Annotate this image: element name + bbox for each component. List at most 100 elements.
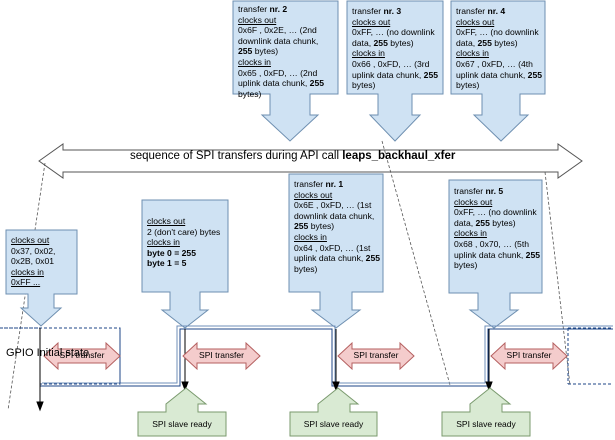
clocks-in-title: clocks in [11, 266, 44, 277]
clocks-out-bytes: 255 [477, 37, 492, 48]
note-title-prefix: transfer [454, 186, 486, 196]
spi-transfer-arrows [43, 341, 568, 371]
gpio-markers [36, 328, 493, 412]
initial-bytes-line-1: 0x37, 0x02, [11, 245, 56, 256]
callout-first [141, 199, 229, 329]
callout-transfer-4 [450, 0, 546, 142]
gpio-label: GPIO Initial state [6, 347, 89, 360]
api-name: leaps_backhaul_xfer [342, 150, 456, 162]
clocks-in-text: 0x68 , 0x70, … (5th uplink data chunk, [454, 238, 529, 260]
sequence-title: sequence of SPI transfers during API cal… [130, 150, 455, 162]
note-title-nr: nr. 1 [325, 179, 344, 189]
note-title-prefix: transfer [294, 179, 326, 189]
clocks-out-suffix: bytes) [387, 37, 414, 48]
slave-ready-arrows [137, 387, 531, 437]
slave-ready-arrow-1 [289, 387, 378, 437]
clocks-out-bytes: 255 [238, 46, 253, 57]
clocks-in-suffix: bytes) [456, 80, 480, 91]
sequence-title-prefix: sequence of SPI transfers during API cal… [130, 150, 343, 162]
clocks-out-title: clocks out [238, 14, 277, 25]
clocks-in-suffix: bytes) [294, 263, 318, 274]
spi-transfer-arrow-3 [490, 341, 568, 371]
clocks-in-suffix: bytes) [238, 88, 262, 99]
clocks-out-bytes: 255 [294, 221, 309, 232]
clocks-in-suffix: bytes) [454, 260, 478, 271]
slave-ready-arrow-2 [441, 387, 531, 437]
gpio-waveform [0, 325, 613, 387]
clocks-in-title: clocks in [352, 48, 385, 59]
clocks-out-text: 0xFF, … (no downlink data, [456, 27, 539, 48]
slave-ready-label-1: SPI slave ready [303, 419, 364, 429]
clocks-out-suffix: bytes) [252, 46, 279, 57]
initial-clocks-in-bytes: 0xFF ... [11, 277, 41, 288]
note-title-nr: nr. 2 [269, 4, 288, 14]
clocks-out-title: clocks out [11, 235, 50, 245]
clocks-out-text: 0x6F , 0x2E, … (2nd downlink data chunk, [238, 25, 319, 46]
note-title-nr: nr. 5 [485, 186, 504, 196]
note-transfer-2: transfer nr. 2 clocks out 0x6F , 0x2E, …… [235, 2, 337, 101]
spi-transfer-label-1: SPI transfer [199, 350, 244, 360]
callout-transfer-1 [288, 173, 384, 329]
clocks-in-title: clocks in [238, 56, 271, 67]
clocks-out-text: 0xFF, … (no downlink data, [352, 27, 435, 48]
spi-transfer-arrow-2 [337, 341, 415, 371]
clocks-out-bytes: 255 [475, 217, 490, 228]
clocks-out-title: clocks out [294, 189, 333, 200]
callout-transfer-5 [448, 179, 543, 329]
byte-1: byte 1 = 5 [147, 258, 187, 269]
byte-0: byte 0 = 255 [147, 247, 196, 258]
note-title-nr: nr. 3 [383, 6, 402, 16]
slave-ready-label-0: SPI slave ready [152, 419, 212, 429]
callout-initial [5, 229, 78, 327]
clocks-out-text: 0xFF, … (no downlink data, [454, 207, 537, 228]
clocks-in-bytes: 255 [527, 69, 543, 80]
clocks-out-text: 2 (don't care) bytes [147, 226, 221, 237]
clocks-in-title: clocks in [147, 237, 180, 248]
clocks-out-title: clocks out [147, 216, 186, 226]
slave-ready-arrow-0 [137, 387, 227, 437]
note-title-nr: nr. 4 [487, 6, 506, 16]
dashed-extent-lines [7, 140, 571, 411]
clocks-in-text: 0x65 , 0xFD, … (2nd uplink data chunk, [238, 67, 318, 89]
clocks-in-text: 0x66 , 0xFD, … (3rd uplink data chunk, [352, 58, 430, 80]
note-transfer-4: transfer nr. 4 clocks out 0xFF, … (no do… [453, 4, 545, 93]
spi-transfer-label-0: SPI transfer [59, 350, 105, 360]
clocks-out-title: clocks out [456, 16, 495, 27]
note-transfer-5: transfer nr. 5 clocks out 0xFF, … (no do… [451, 184, 543, 273]
note-title-prefix: transfer [352, 6, 384, 16]
callout-transfer-2 [232, 0, 339, 142]
callout-transfer-3 [346, 0, 444, 142]
clocks-in-bytes: 255 [365, 253, 381, 264]
clocks-in-text: 0x67 , 0xFD, … (4th uplink data chunk, [456, 58, 533, 80]
clocks-in-title: clocks in [454, 228, 487, 239]
clocks-in-suffix: bytes) [352, 80, 376, 91]
spi-transfer-label-2: SPI transfer [353, 350, 399, 360]
clocks-out-title: clocks out [454, 196, 493, 207]
gpio-label-line-1: GPIO [6, 347, 34, 359]
clocks-out-suffix: bytes) [491, 37, 518, 48]
note-initial: clocks out 0x37, 0x02, 0x2B, 0x01 clocks… [8, 233, 78, 290]
note-transfer-3: transfer nr. 3 clocks out 0xFF, … (no do… [349, 4, 443, 93]
clocks-in-title: clocks in [294, 231, 327, 242]
spi-transfer-arrow-0 [43, 341, 121, 371]
note-title-prefix: transfer [456, 6, 488, 16]
sequence-arrow [38, 143, 583, 179]
initial-bytes-line-2: 0x2B, 0x01 [11, 256, 54, 267]
clocks-in-bytes: 255 [309, 78, 325, 89]
clocks-in-title: clocks in [456, 48, 489, 59]
note-first: clocks out 2 (don't care) bytes clocks i… [144, 214, 230, 271]
spi-transfer-label-3: SPI transfer [506, 350, 552, 360]
clocks-in-text: 0x64 , 0xFD, … (1st uplink data chunk, [294, 242, 371, 264]
clocks-out-suffix: bytes) [308, 221, 335, 232]
clocks-out-text: 0x6E , 0xFD, … (1st downlink data chunk, [294, 200, 375, 221]
gpio-label-line-2: Initial [36, 347, 63, 359]
clocks-out-title: clocks out [352, 16, 391, 27]
gpio-label-line-3: state [65, 347, 90, 359]
note-title-prefix: transfer [238, 4, 270, 14]
clocks-in-bytes: 255 [525, 249, 541, 260]
note-transfer-1: transfer nr. 1 clocks out 0x6E , 0xFD, …… [291, 177, 383, 276]
clocks-in-bytes: 255 [423, 69, 439, 80]
spi-transfer-arrow-1 [182, 341, 261, 371]
clocks-out-bytes: 255 [373, 37, 388, 48]
